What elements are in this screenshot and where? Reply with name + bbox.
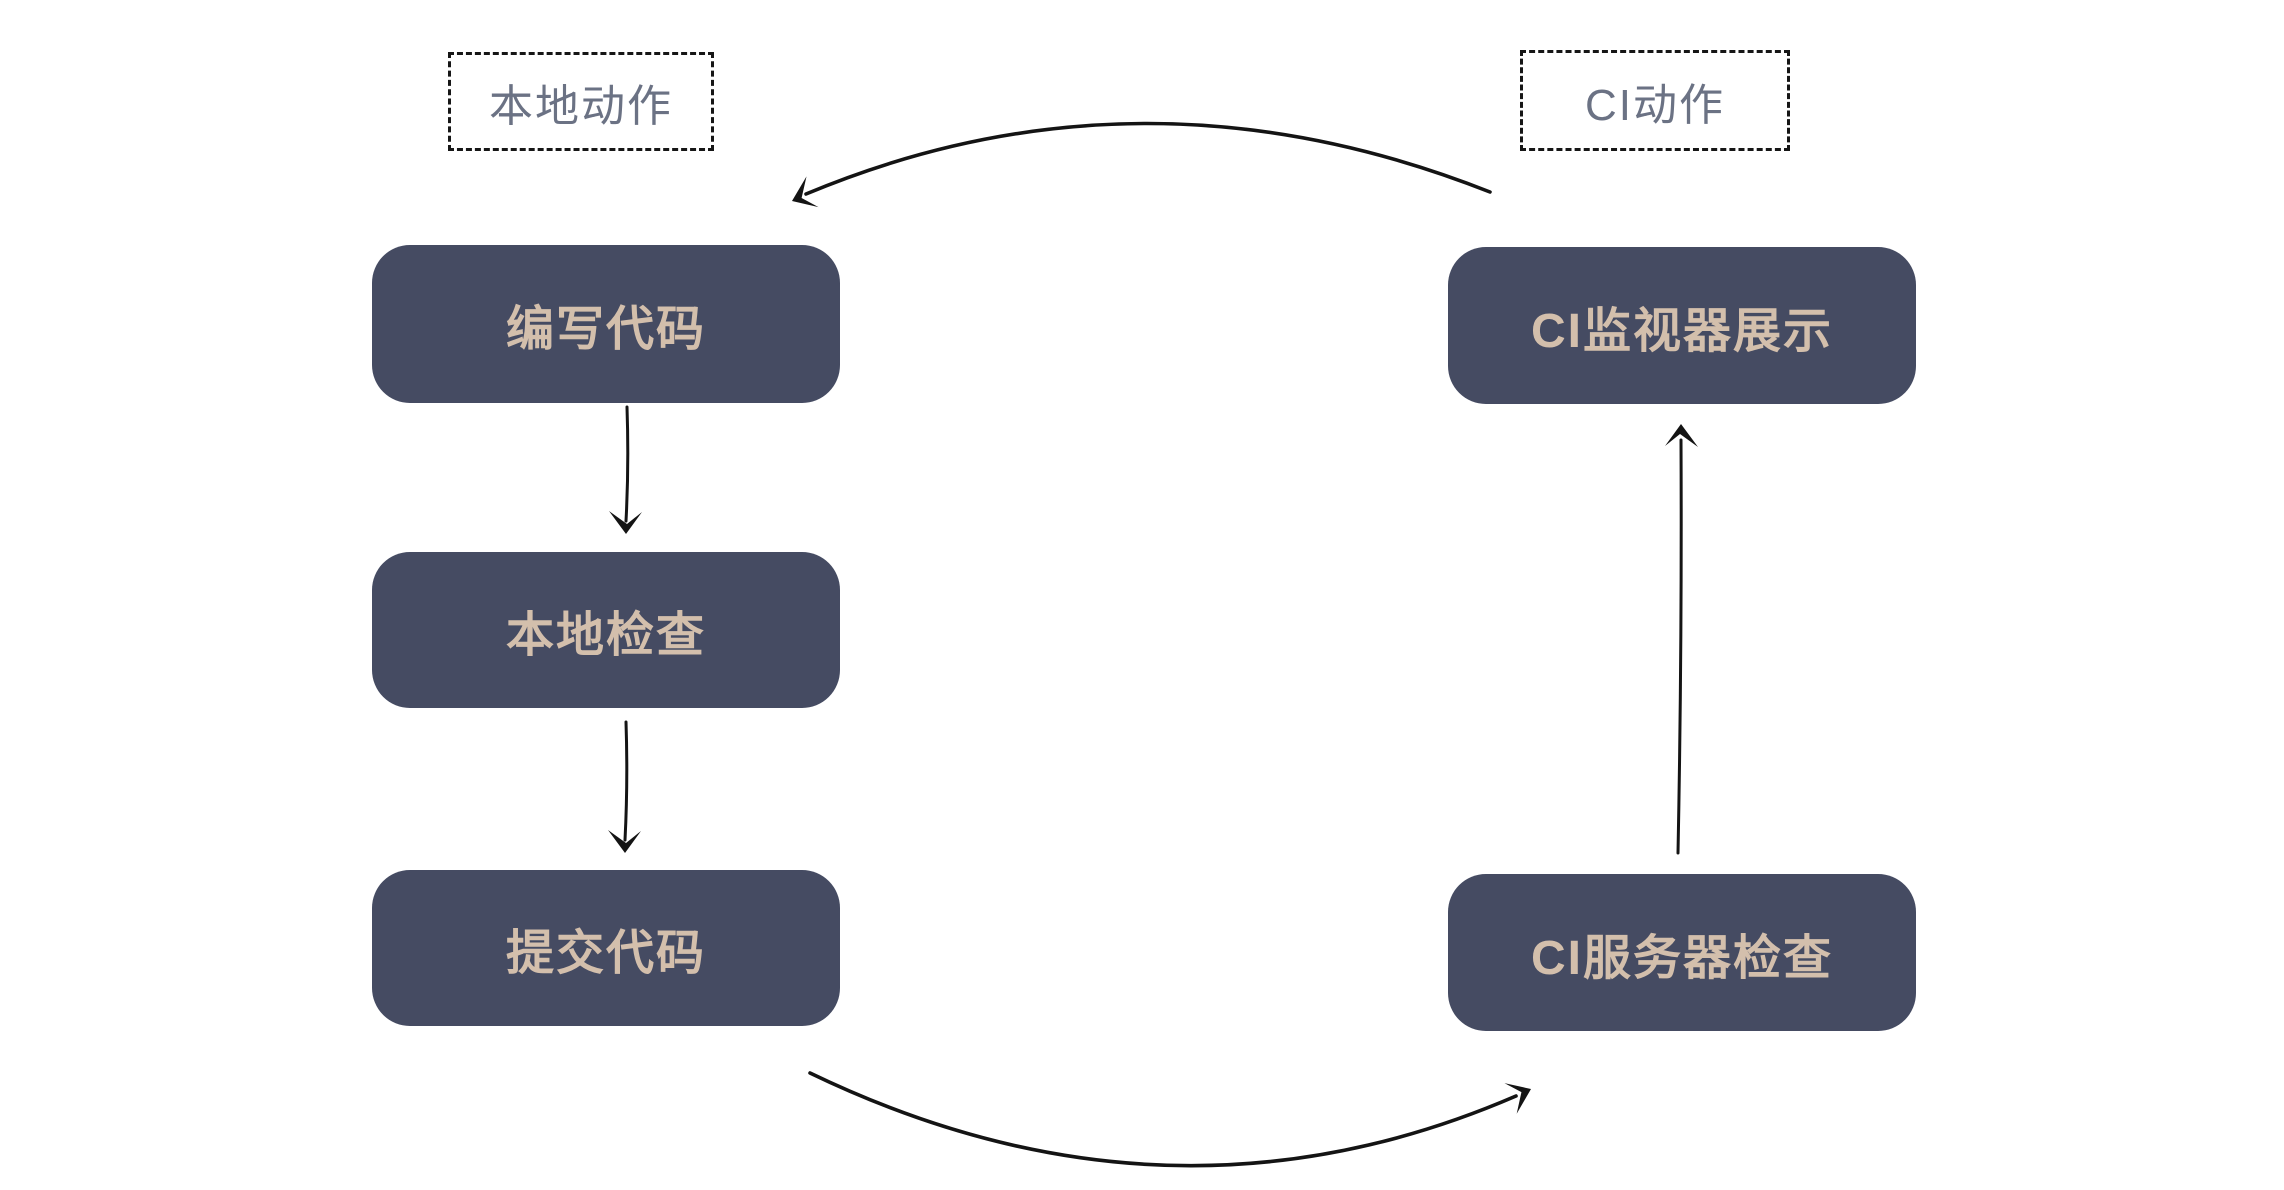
arrow-ci-monitor-to-write-code-icon <box>792 121 1492 208</box>
node-local-check: 本地检查 <box>372 552 840 708</box>
arrow-write-code-to-local-check-icon <box>609 405 642 534</box>
arrow-commit-code-to-ci-server-check-icon <box>808 1071 1531 1168</box>
node-write-code: 编写代码 <box>372 245 840 403</box>
arrow-ci-server-check-to-ci-monitor-icon <box>1665 424 1698 855</box>
node-ci-monitor-display: CI监视器展示 <box>1448 247 1916 404</box>
node-commit-code: 提交代码 <box>372 870 840 1026</box>
node-ci-server-check: CI服务器检查 <box>1448 874 1916 1031</box>
group-label-local-actions: 本地动作 <box>448 52 714 151</box>
arrow-local-check-to-commit-code-icon <box>608 720 641 853</box>
group-label-ci-actions: CI动作 <box>1520 50 1790 151</box>
